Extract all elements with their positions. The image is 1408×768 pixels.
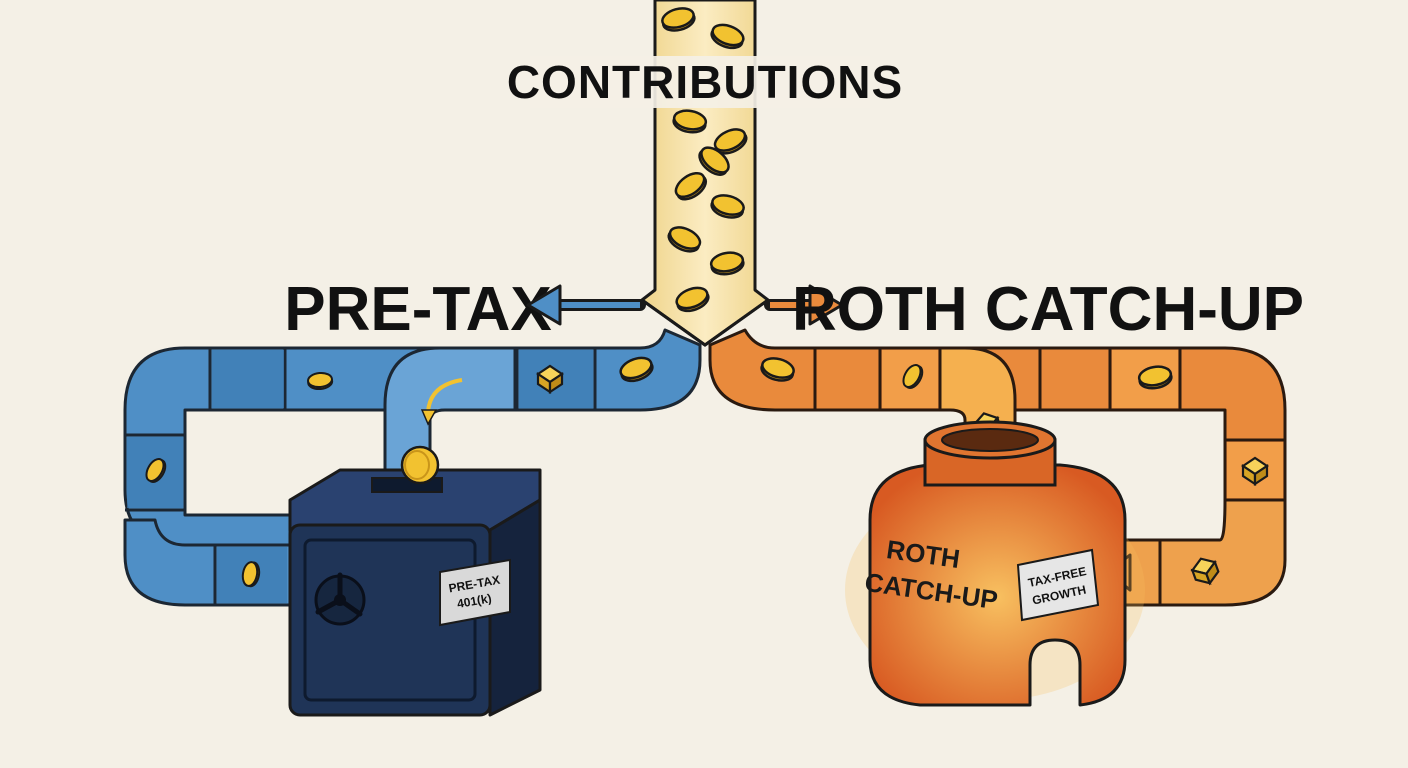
jar-label-plate: TAX-FREE GROWTH [1016, 548, 1100, 622]
safe-tag-line2: 401(k) [456, 591, 493, 611]
arrow-left-icon [526, 284, 646, 326]
roth-catch-up-label: ROTH CATCH-UP [792, 275, 1304, 344]
pre-tax-safe: PRE-TAX 401(k) [288, 445, 542, 717]
pre-tax-label: PRE-TAX [284, 275, 552, 344]
roth-jar: ROTH CATCH-UP TAX-FREE GROWTH [845, 420, 1145, 707]
safe-label-plate: PRE-TAX 401(k) [439, 558, 511, 627]
contributions-label: CONTRIBUTIONS [507, 56, 903, 108]
arrow-right-icon [764, 284, 844, 326]
contributions-chute: CONTRIBUTIONS [507, 0, 903, 347]
safe-dial-icon [314, 572, 366, 626]
